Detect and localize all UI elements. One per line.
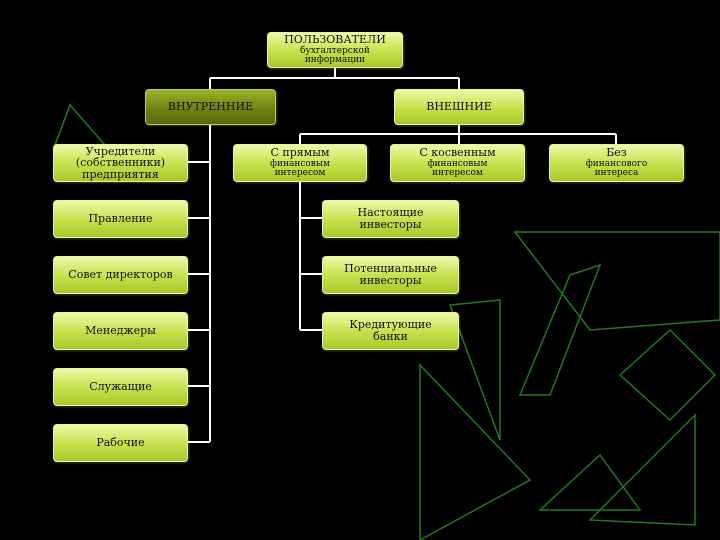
root-subtitle: бухгалтерской информации	[300, 45, 370, 66]
internal-item-label: Менеджеры	[85, 324, 156, 338]
internal-item-label: Правление	[88, 212, 153, 226]
external-title: ВНЕШНИЕ	[426, 100, 492, 114]
root-node: ПОЛЬЗОВАТЕЛИ бухгалтерской информации	[267, 32, 403, 68]
group-subtitle: финансовым интересом	[427, 158, 488, 179]
direct-item-potential-investors: Потенциальные инвесторы	[322, 256, 459, 294]
root-title: ПОЛЬЗОВАТЕЛИ	[284, 33, 386, 47]
group-title: С косвенным	[419, 146, 496, 160]
group-subtitle: финансовым интересом	[269, 158, 331, 179]
group-title: С прямым	[270, 146, 330, 160]
group-subtitle: финансового интереса	[585, 158, 648, 179]
direct-item-label: Настоящие инвесторы	[357, 206, 424, 231]
direct-item-current-investors: Настоящие инвесторы	[322, 200, 459, 238]
decor-triangle-bottom	[538, 453, 642, 511]
internal-item-label: Рабочие	[96, 436, 145, 450]
decor-quad-top	[513, 231, 720, 331]
external-node: ВНЕШНИЕ	[394, 89, 524, 125]
internal-node: ВНУТРЕННИЕ	[145, 89, 276, 125]
internal-item-directors: Совет директоров	[53, 256, 188, 294]
direct-item-label: Потенциальные инвесторы	[344, 262, 437, 287]
internal-item-label: Учредители (собственники) предприятия	[75, 144, 166, 181]
internal-item-label: Служащие	[89, 380, 152, 394]
internal-item-managers: Менеджеры	[53, 312, 188, 350]
internal-title: ВНУТРЕННИЕ	[167, 100, 254, 114]
decor-diamond	[618, 328, 717, 422]
group-title: Без	[606, 146, 627, 160]
internal-item-workers: Рабочие	[53, 424, 188, 462]
internal-item-label: Совет директоров	[68, 268, 173, 282]
decor-triangle-mid	[448, 299, 501, 441]
decor-triangle-right	[588, 413, 696, 526]
internal-item-board: Правление	[53, 200, 188, 238]
decor-triangle-left	[419, 363, 532, 540]
internal-item-founders: Учредители (собственники) предприятия	[53, 144, 188, 182]
decor-parallelogram	[518, 263, 602, 396]
external-group-none: Без финансового интереса	[549, 144, 684, 182]
external-group-direct: С прямым финансовым интересом	[233, 144, 367, 182]
external-group-indirect: С косвенным финансовым интересом	[390, 144, 525, 182]
direct-item-lending-banks: Кредитующие банки	[322, 312, 459, 350]
internal-item-employees: Служащие	[53, 368, 188, 406]
direct-item-label: Кредитующие банки	[349, 318, 432, 343]
